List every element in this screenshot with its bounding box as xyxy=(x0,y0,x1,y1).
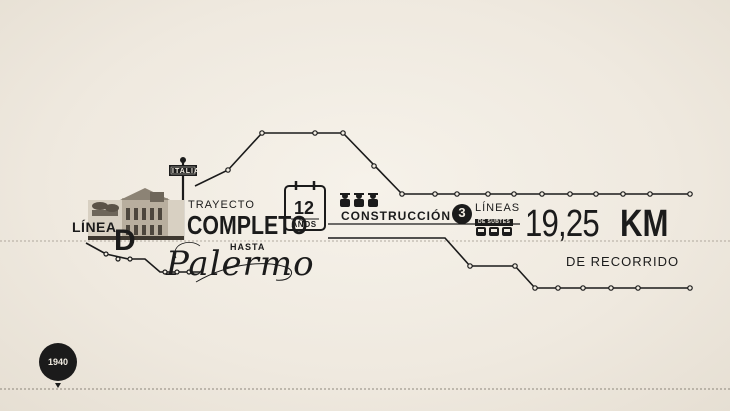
timeline-year-marker[interactable]: 1940 xyxy=(39,343,77,381)
line-label: LÍNEA xyxy=(72,219,117,235)
left-branch-stations xyxy=(103,251,192,275)
top-route-line xyxy=(194,132,690,195)
palermo-flourish xyxy=(195,263,292,283)
worker-icon xyxy=(340,193,378,207)
distance-label: DE RECORRIDO xyxy=(566,254,680,269)
lines-label: LÍNEAS xyxy=(475,202,521,214)
construction-years-unit: AÑOS xyxy=(291,220,317,229)
line-letter: D xyxy=(114,224,136,257)
calendar-icon xyxy=(284,181,326,231)
lines-count-badge xyxy=(452,204,472,224)
construction-label: CONSTRUCCIÓN xyxy=(341,209,451,223)
subway-train-icon xyxy=(476,227,512,236)
lines-sublabel: DE SUBTES xyxy=(475,219,514,226)
timeline-pointer-icon xyxy=(55,383,61,388)
route-label: TRAYECTO xyxy=(188,199,255,211)
station-sign-text: ITALIA xyxy=(172,168,201,175)
top-route-stations xyxy=(225,130,693,197)
distance-value: 19,25 xyxy=(525,203,600,245)
route-value: COMPLETO xyxy=(187,210,308,240)
palermo-flourish-left xyxy=(174,242,201,259)
bottom-route-stations xyxy=(467,263,693,291)
construction-years: 12 xyxy=(293,198,315,218)
building-illustration xyxy=(88,188,184,240)
destination-name: Palermo xyxy=(166,244,315,284)
bottom-route-line xyxy=(328,237,690,289)
to-label: HASTA xyxy=(230,242,266,252)
distance-unit: KM xyxy=(620,203,669,245)
lines-count: 3 xyxy=(458,205,466,220)
